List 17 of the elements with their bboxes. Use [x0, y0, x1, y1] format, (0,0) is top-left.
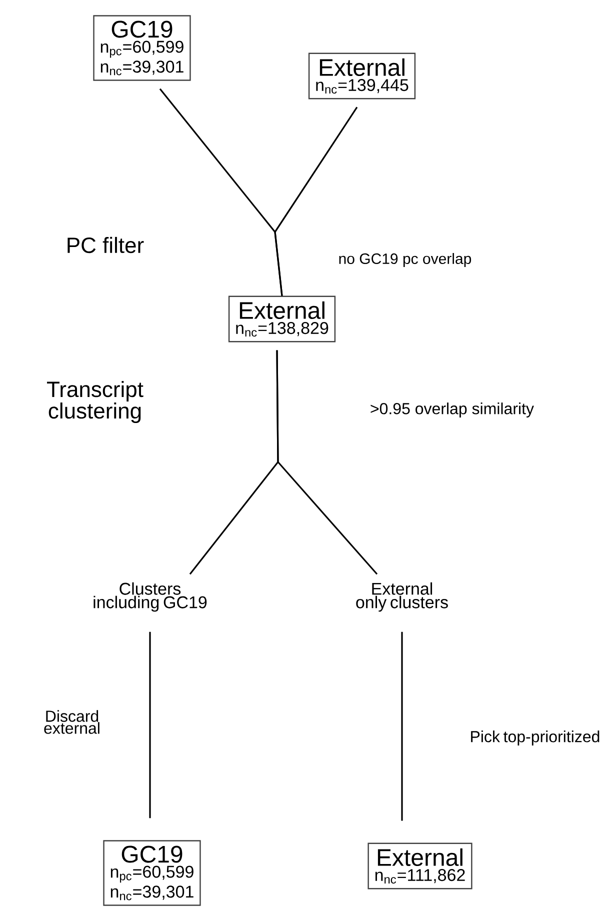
connector-line: [149, 632, 151, 818]
step-text: Clusters including GC19: [94, 582, 207, 612]
process-box: External n$_{nc}$=111,862: [368, 842, 472, 890]
process-box: GC19 n$_{pc}$=60,599 n$_{nc}$=39,301: [93, 15, 191, 81]
step-label: >0.95 overlap similarity: [370, 402, 534, 418]
connector-line: [274, 106, 358, 296]
process-box: External n$_{nc}$=138,829: [228, 296, 336, 342]
process-box: GC19 n$_{pc}$=60,599 n$_{nc}$=39,301: [103, 840, 201, 906]
connector-line: [276, 350, 378, 575]
step-label: no GC19 pc overlap: [339, 253, 472, 267]
step-label: PC filter: [68, 236, 144, 254]
step-text: External only clusters: [356, 582, 448, 612]
step-label: Transcript clustering: [47, 381, 144, 423]
process-box: External n$_{nc}$=139,445: [308, 52, 416, 100]
step-label: Pick top-prioritized: [471, 730, 600, 746]
connector-line: [401, 632, 403, 821]
step-label: Discard external: [44, 710, 100, 734]
